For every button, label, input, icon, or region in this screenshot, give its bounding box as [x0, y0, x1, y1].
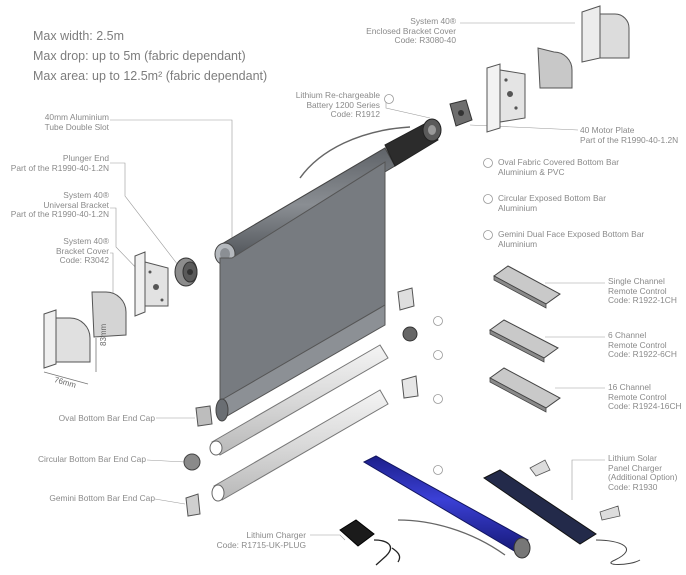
roller-tube-art: [214, 118, 442, 266]
label-gemini-end-cap: Gemini Bottom Bar End Cap: [49, 493, 155, 503]
spec-max-width: Max width: 2.5m: [33, 29, 125, 43]
leader-lines: [110, 22, 605, 541]
enclosed-bracket-cover-art: [537, 5, 630, 89]
label-enclosed-bracket-cover: System 40® Enclosed Bracket Cover Code: …: [366, 16, 456, 46]
label-gemini-bottom-bar: Gemini Dual Face Exposed Bottom Bar Alum…: [498, 229, 645, 249]
remotes-art: [489, 265, 561, 413]
label-circular-bottom-bar: Circular Exposed Bottom Bar Aluminium: [498, 193, 606, 213]
label-solar-charger: Lithium Solar Panel Charger (Additional …: [608, 453, 678, 492]
motor-bracket-art: [486, 63, 526, 133]
label-single-channel-remote: Single Channel Remote Control Code: R192…: [608, 276, 677, 306]
universal-bracket-art: [134, 251, 169, 317]
label-sixteen-channel-remote: 16 Channel Remote Control Code: R1924-16…: [608, 382, 682, 412]
label-universal-bracket: System 40® Universal Bracket Part of the…: [10, 190, 109, 220]
bracket-cover-art: [43, 291, 127, 385]
label-battery: Lithium Re-chargeable Battery 1200 Serie…: [295, 90, 380, 120]
spec-max-drop: Max drop: up to 5m (fabric dependant): [33, 49, 246, 63]
end-pieces-art: [384, 94, 493, 475]
label-circular-end-cap: Circular Bottom Bar End Cap: [38, 454, 146, 464]
fabric-art: [215, 161, 386, 422]
label-lithium-charger: Lithium Charger Code: R1715-UK-PLUG: [216, 530, 306, 550]
solar-panel-art: [483, 459, 641, 565]
label-oval-bottom-bar: Oval Fabric Covered Bottom Bar Aluminium…: [498, 157, 620, 177]
label-oval-end-cap: Oval Bottom Bar End Cap: [58, 413, 155, 423]
label-tube: 40mm Aluminium Tube Double Slot: [44, 112, 109, 132]
label-six-channel-remote: 6 Channel Remote Control Code: R1922-6CH: [608, 330, 677, 360]
plunger-end-art: [174, 257, 198, 287]
lithium-charger-art: [339, 519, 401, 566]
battery-cable-art: [299, 126, 411, 179]
bottom-bars-art: [209, 344, 389, 502]
label-bracket-cover: System 40® Bracket Cover Code: R3042: [55, 236, 109, 266]
tubular-motor-art: [362, 455, 531, 559]
label-motor-plate: 40 Motor Plate Part of the R1990-40-1.2N: [580, 125, 679, 145]
spec-list: Max width: 2.5m Max drop: up to 5m (fabr…: [33, 26, 267, 86]
label-plunger-end: Plunger End Part of the R1990-40-1.2N: [10, 153, 109, 173]
end-caps-art: [183, 405, 213, 517]
spec-max-area: Max area: up to 12.5m² (fabric dependant…: [33, 69, 268, 83]
motor-plate-art: [449, 99, 473, 127]
dimension-height: 83mm: [99, 323, 108, 346]
